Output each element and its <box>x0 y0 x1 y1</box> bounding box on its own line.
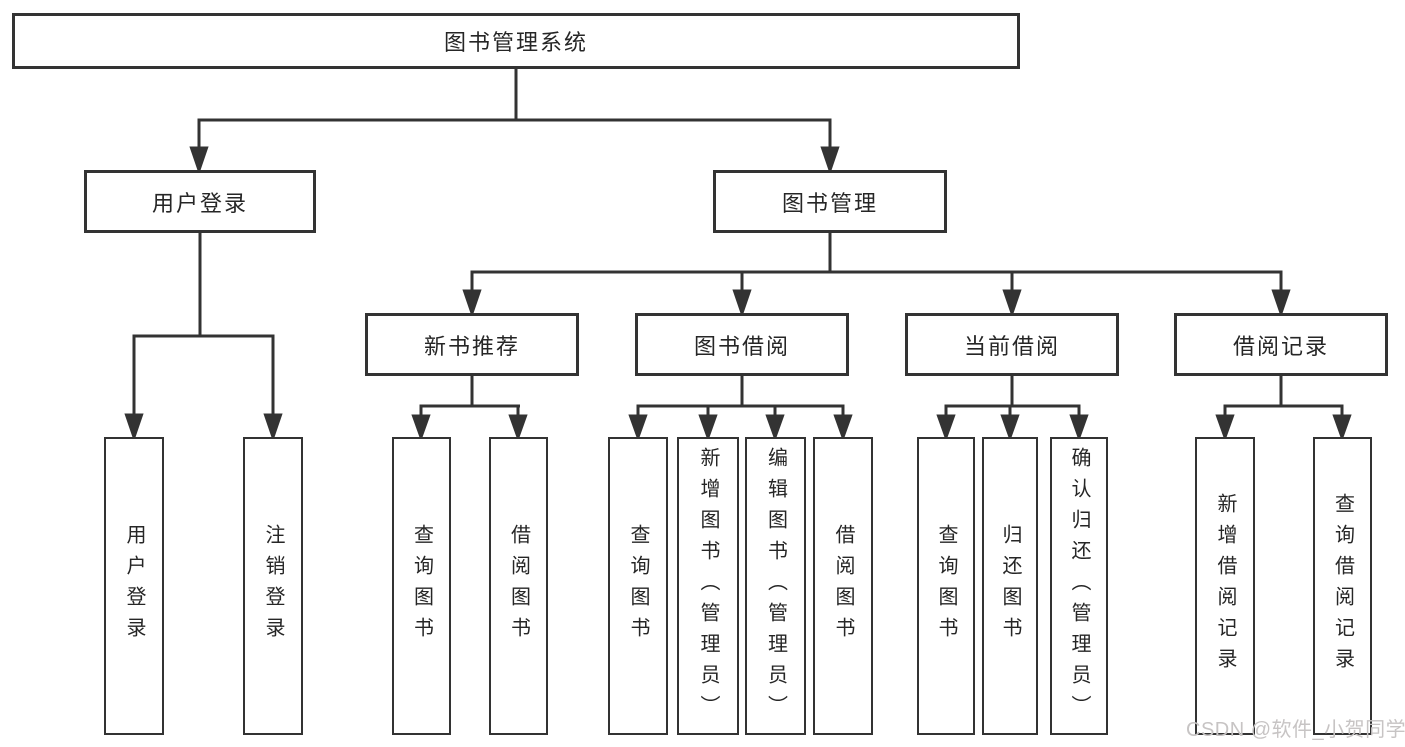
leaf-query-borrow-record-label: 查询借阅记录 <box>1331 493 1354 679</box>
leaf-add-borrow-record: 新增借阅记录 <box>1195 437 1255 735</box>
leaf-borrow-book: 借阅图书 <box>813 437 873 735</box>
leaf-logout: 注销登录 <box>243 437 303 735</box>
leaf-return-book-label: 归还图书 <box>999 524 1021 648</box>
node-borrowing-records-label: 借阅记录 <box>1232 333 1329 359</box>
node-current-borrowing-label: 当前借阅 <box>963 333 1060 359</box>
leaf-edit-book-admin: 编辑图书（管理员） <box>745 437 806 735</box>
node-user-login-label: 用户登录 <box>151 190 248 216</box>
node-current-borrowing: 当前借阅 <box>905 313 1119 376</box>
leaf-current-query-book: 查询图书 <box>917 437 975 735</box>
node-root-system: 图书管理系统 <box>12 13 1020 69</box>
node-book-management-label: 图书管理 <box>781 190 878 216</box>
leaf-add-borrow-record-label: 新增借阅记录 <box>1214 493 1236 679</box>
leaf-recommend-query-book-label: 查询图书 <box>410 524 433 648</box>
leaf-confirm-return-admin: 确认归还（管理员） <box>1050 437 1108 735</box>
leaf-borrowing-query-book-label: 查询图书 <box>627 524 649 648</box>
node-new-book-recommend-label: 新书推荐 <box>423 333 520 359</box>
leaf-borrow-book-label: 借阅图书 <box>832 524 854 648</box>
leaf-add-book-admin: 新增图书（管理员） <box>677 437 739 735</box>
node-book-management: 图书管理 <box>713 170 947 233</box>
leaf-return-book: 归还图书 <box>982 437 1038 735</box>
node-book-borrowing-label: 图书借阅 <box>693 333 790 359</box>
node-book-borrowing: 图书借阅 <box>635 313 849 376</box>
leaf-query-borrow-record: 查询借阅记录 <box>1313 437 1372 735</box>
node-new-book-recommend: 新书推荐 <box>365 313 579 376</box>
leaf-add-book-admin-label: 新增图书（管理员） <box>697 446 719 726</box>
leaf-recommend-query-book: 查询图书 <box>392 437 451 735</box>
leaf-recommend-borrow-book: 借阅图书 <box>489 437 548 735</box>
leaf-edit-book-admin-label: 编辑图书（管理员） <box>764 446 787 726</box>
leaf-borrowing-query-book: 查询图书 <box>608 437 668 735</box>
node-user-login: 用户登录 <box>84 170 316 233</box>
leaf-logout-label: 注销登录 <box>262 524 284 648</box>
leaf-current-query-book-label: 查询图书 <box>935 524 957 648</box>
csdn-watermark: CSDN @软件_小贺同学 <box>1186 719 1405 741</box>
node-root-system-label: 图书管理系统 <box>443 30 588 55</box>
leaf-confirm-return-admin-label: 确认归还（管理员） <box>1068 446 1090 726</box>
leaf-user-login: 用户登录 <box>104 437 164 735</box>
leaf-recommend-borrow-book-label: 借阅图书 <box>507 524 530 648</box>
leaf-user-login-label: 用户登录 <box>123 524 145 648</box>
node-borrowing-records: 借阅记录 <box>1174 313 1388 376</box>
